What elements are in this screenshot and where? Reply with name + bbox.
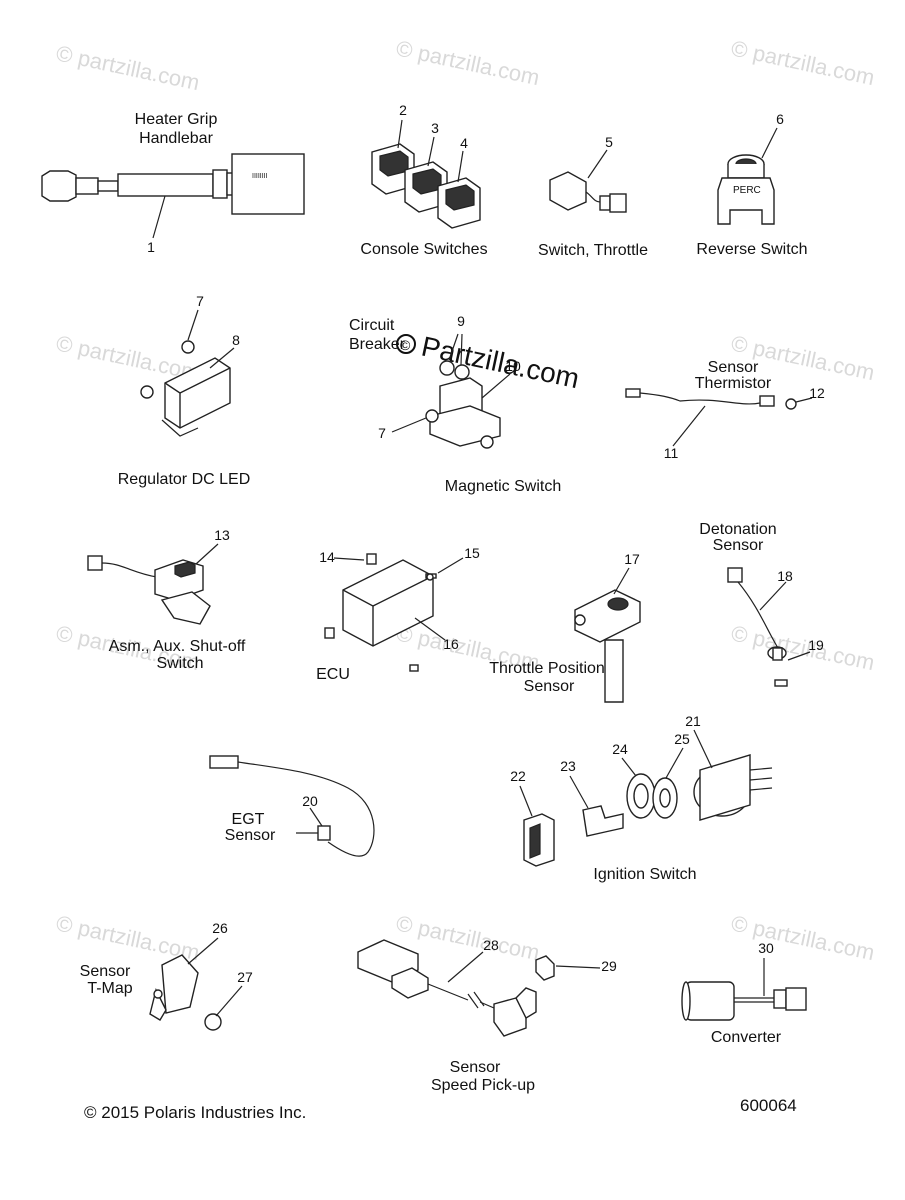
callout-18: 18 <box>777 568 793 584</box>
watermark: © partzilla.com <box>729 910 877 965</box>
callout-26: 26 <box>212 920 228 936</box>
caption-detonation-2: Sensor <box>713 537 764 554</box>
caption-tmap-2: T-Map <box>87 980 132 997</box>
heater-marking: IIIIIIII <box>252 173 268 180</box>
ignition-switch-drawing <box>519 729 773 867</box>
callout-11: 11 <box>664 445 679 461</box>
sensor-tmap-drawing <box>149 937 243 1031</box>
ecu-drawing <box>324 553 464 672</box>
callout-23: 23 <box>560 758 576 774</box>
callout-29: 29 <box>601 958 617 974</box>
caption-speed-pickup-2: Speed Pick-up <box>431 1077 535 1094</box>
caption-aux-shutoff-1: Asm., Aux. Shut-off <box>109 638 246 655</box>
caption-circuit-breaker-2: Breaker <box>349 336 406 353</box>
callout-6: 6 <box>776 111 784 127</box>
callout-9: 9 <box>457 313 465 329</box>
sensor-thermistor-drawing <box>625 388 813 447</box>
caption-magnetic-switch: Magnetic Switch <box>445 478 562 495</box>
callout-7b: 7 <box>378 425 386 441</box>
caption-detonation-1: Detonation <box>699 521 776 538</box>
callout-14: 14 <box>319 549 335 565</box>
aux-shutoff-drawing <box>87 543 219 625</box>
caption-sensor-thermistor-1: Sensor <box>708 359 759 376</box>
callout-5: 5 <box>605 134 613 150</box>
console-switches-drawing <box>371 119 481 229</box>
caption-tmap-1: Sensor <box>80 963 131 980</box>
callout-8: 8 <box>232 332 240 348</box>
callout-4: 4 <box>460 135 468 151</box>
callout-27: 27 <box>237 969 253 985</box>
callout-20: 20 <box>302 793 318 809</box>
speed-pickup-drawing <box>357 939 601 1037</box>
caption-heater-grip-1: Heater Grip <box>135 111 218 128</box>
callout-10: 10 <box>505 358 521 374</box>
throttle-position-drawing <box>574 567 641 703</box>
callout-12: 12 <box>809 385 825 401</box>
caption-console-switches: Console Switches <box>360 241 487 258</box>
reverse-switch-drawing: PERC <box>717 127 778 225</box>
egt-sensor-drawing <box>209 755 375 857</box>
copyright-notice: © 2015 Polaris Industries Inc. <box>84 1103 306 1122</box>
converter-drawing <box>681 958 807 1021</box>
callout-13: 13 <box>214 527 230 543</box>
caption-heater-grip-2: Handlebar <box>139 130 214 147</box>
callout-2: 2 <box>399 102 407 118</box>
caption-throttle-position-1: Throttle Position <box>489 660 605 677</box>
caption-switch-throttle: Switch, Throttle <box>538 242 648 259</box>
group-captions: Heater Grip Handlebar Console Switches S… <box>80 111 808 1094</box>
reverse-switch-marking: PERC <box>733 185 761 196</box>
center-watermark-symbol: © <box>400 337 411 353</box>
callout-19: 19 <box>808 637 824 653</box>
caption-throttle-position-2: Sensor <box>524 678 575 695</box>
callout-1: 1 <box>147 239 155 255</box>
caption-ignition-switch: Ignition Switch <box>593 866 696 883</box>
callout-21: 21 <box>685 713 701 729</box>
caption-ecu: ECU <box>316 666 350 683</box>
callout-15: 15 <box>464 545 480 561</box>
caption-egt-1: EGT <box>232 811 265 828</box>
center-watermark: © Partzilla.com <box>396 331 582 394</box>
watermark: © partzilla.com <box>729 35 877 90</box>
caption-circuit-breaker-1: Circuit <box>349 317 395 334</box>
callout-25: 25 <box>674 731 690 747</box>
magnetic-switch-drawing <box>391 333 511 449</box>
watermark: © partzilla.com <box>729 620 877 675</box>
detonation-sensor-drawing <box>727 567 811 687</box>
callout-24: 24 <box>612 741 628 757</box>
caption-converter: Converter <box>711 1029 782 1046</box>
caption-aux-shutoff-2: Switch <box>156 655 203 672</box>
caption-reverse-switch: Reverse Switch <box>696 241 807 258</box>
caption-regulator: Regulator DC LED <box>118 471 251 488</box>
diagram-id: 600064 <box>740 1096 797 1115</box>
watermark: © partzilla.com <box>54 40 202 95</box>
callout-28: 28 <box>483 937 499 953</box>
callout-17: 17 <box>624 551 640 567</box>
callout-7: 7 <box>196 293 204 309</box>
switch-throttle-drawing <box>549 149 627 213</box>
caption-egt-2: Sensor <box>225 827 276 844</box>
caption-speed-pickup-1: Sensor <box>450 1059 501 1076</box>
callout-3: 3 <box>431 120 439 136</box>
part-callouts: 1 2 3 4 5 6 7 8 9 10 7 11 12 13 14 15 16… <box>147 102 825 985</box>
callout-16: 16 <box>443 636 459 652</box>
heater-grip-drawing: IIIIIIII <box>41 153 305 239</box>
callout-22: 22 <box>510 768 526 784</box>
caption-sensor-thermistor-2: Thermistor <box>695 375 772 392</box>
watermark: © partzilla.com <box>394 35 542 90</box>
callout-30: 30 <box>758 940 774 956</box>
regulator-drawing <box>140 309 235 437</box>
